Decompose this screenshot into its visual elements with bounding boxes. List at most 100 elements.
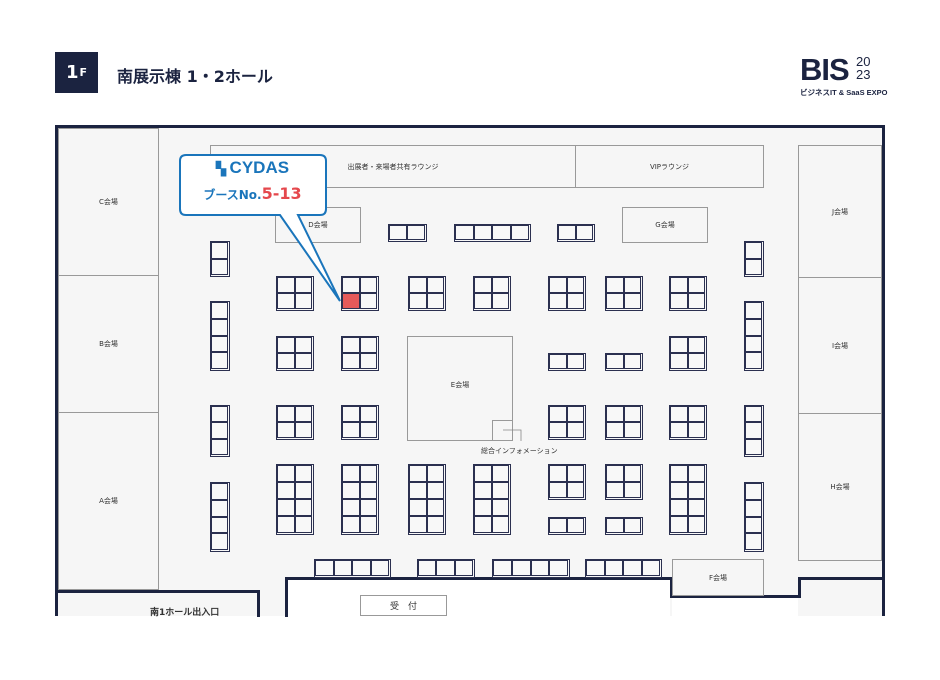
booth[interactable] bbox=[510, 225, 529, 240]
booth[interactable] bbox=[342, 516, 360, 533]
booth[interactable] bbox=[426, 516, 444, 533]
highlighted-booth[interactable] bbox=[342, 293, 360, 309]
booth[interactable] bbox=[277, 277, 295, 293]
booth[interactable] bbox=[454, 560, 473, 576]
booth[interactable] bbox=[623, 422, 641, 438]
booth[interactable] bbox=[549, 518, 567, 533]
booth[interactable] bbox=[670, 465, 688, 482]
booth[interactable] bbox=[473, 225, 492, 240]
booth[interactable] bbox=[294, 499, 312, 516]
booth[interactable] bbox=[670, 277, 688, 293]
booth[interactable] bbox=[333, 560, 352, 576]
booth[interactable] bbox=[745, 258, 762, 275]
booth[interactable] bbox=[606, 481, 624, 498]
booth[interactable] bbox=[670, 516, 688, 533]
booth[interactable] bbox=[670, 337, 688, 353]
booth[interactable] bbox=[745, 302, 762, 319]
booth[interactable] bbox=[474, 277, 492, 293]
booth[interactable] bbox=[211, 483, 228, 500]
booth[interactable] bbox=[211, 242, 228, 259]
booth[interactable] bbox=[294, 516, 312, 533]
booth[interactable] bbox=[342, 465, 360, 482]
booth[interactable] bbox=[493, 560, 512, 576]
booth[interactable] bbox=[606, 354, 624, 369]
booth[interactable] bbox=[474, 482, 492, 499]
booth[interactable] bbox=[687, 337, 705, 353]
booth[interactable] bbox=[277, 422, 295, 438]
booth[interactable] bbox=[211, 438, 228, 455]
booth[interactable] bbox=[359, 499, 377, 516]
booth[interactable] bbox=[409, 277, 427, 293]
booth[interactable] bbox=[474, 516, 492, 533]
booth[interactable] bbox=[294, 422, 312, 438]
booth[interactable] bbox=[294, 353, 312, 369]
booth[interactable] bbox=[277, 516, 295, 533]
booth[interactable] bbox=[474, 293, 492, 309]
booth[interactable] bbox=[606, 518, 624, 533]
booth[interactable] bbox=[687, 293, 705, 309]
booth[interactable] bbox=[426, 499, 444, 516]
room-g[interactable]: G会場 bbox=[622, 207, 708, 243]
booth[interactable] bbox=[745, 516, 762, 534]
booth[interactable] bbox=[745, 422, 762, 439]
booth[interactable] bbox=[606, 465, 624, 482]
booth[interactable] bbox=[277, 406, 295, 422]
booth[interactable] bbox=[687, 499, 705, 516]
booth[interactable] bbox=[575, 225, 593, 240]
booth[interactable] bbox=[359, 422, 377, 438]
booth[interactable] bbox=[315, 560, 334, 576]
booth[interactable] bbox=[623, 465, 641, 482]
booth[interactable] bbox=[211, 533, 228, 550]
booth[interactable] bbox=[670, 353, 688, 369]
booth[interactable] bbox=[566, 465, 584, 482]
booth[interactable] bbox=[549, 422, 567, 438]
booth[interactable] bbox=[687, 465, 705, 482]
booth[interactable] bbox=[211, 499, 228, 517]
booth[interactable] bbox=[566, 277, 584, 293]
booth[interactable] bbox=[623, 277, 641, 293]
booth[interactable] bbox=[277, 482, 295, 499]
info-desk[interactable] bbox=[492, 420, 513, 441]
booth[interactable] bbox=[491, 516, 509, 533]
booth[interactable] bbox=[491, 499, 509, 516]
booth[interactable] bbox=[211, 352, 228, 369]
booth[interactable] bbox=[294, 277, 312, 293]
booth[interactable] bbox=[745, 242, 762, 259]
booth[interactable] bbox=[342, 337, 360, 353]
booth[interactable] bbox=[277, 353, 295, 369]
booth[interactable] bbox=[426, 293, 444, 309]
booth[interactable] bbox=[606, 406, 624, 422]
booth[interactable] bbox=[455, 225, 474, 240]
booth[interactable] bbox=[745, 499, 762, 517]
booth[interactable] bbox=[277, 293, 295, 309]
booth[interactable] bbox=[294, 406, 312, 422]
booth[interactable] bbox=[670, 406, 688, 422]
booth[interactable] bbox=[342, 406, 360, 422]
booth[interactable] bbox=[492, 225, 511, 240]
booth[interactable] bbox=[566, 406, 584, 422]
booth[interactable] bbox=[623, 481, 641, 498]
booth[interactable] bbox=[359, 293, 377, 309]
booth[interactable] bbox=[549, 354, 567, 369]
booth[interactable] bbox=[359, 482, 377, 499]
booth[interactable] bbox=[566, 518, 584, 533]
booth[interactable] bbox=[359, 277, 377, 293]
booth[interactable] bbox=[549, 560, 568, 576]
booth[interactable] bbox=[623, 560, 642, 576]
booth[interactable] bbox=[641, 560, 660, 576]
booth[interactable] bbox=[558, 225, 576, 240]
booth[interactable] bbox=[623, 293, 641, 309]
booth[interactable] bbox=[294, 482, 312, 499]
booth[interactable] bbox=[745, 352, 762, 369]
booth[interactable] bbox=[530, 560, 550, 576]
booth[interactable] bbox=[745, 483, 762, 500]
booth[interactable] bbox=[491, 293, 509, 309]
reception[interactable]: 受 付 bbox=[360, 595, 447, 616]
booth[interactable] bbox=[211, 302, 228, 319]
booth[interactable] bbox=[211, 258, 228, 275]
room-vip-lounge[interactable]: VIPラウンジ bbox=[575, 145, 764, 188]
booth[interactable] bbox=[211, 406, 228, 423]
room-b[interactable]: B会場 bbox=[58, 275, 159, 413]
booth[interactable] bbox=[409, 516, 427, 533]
booth[interactable] bbox=[604, 560, 623, 576]
